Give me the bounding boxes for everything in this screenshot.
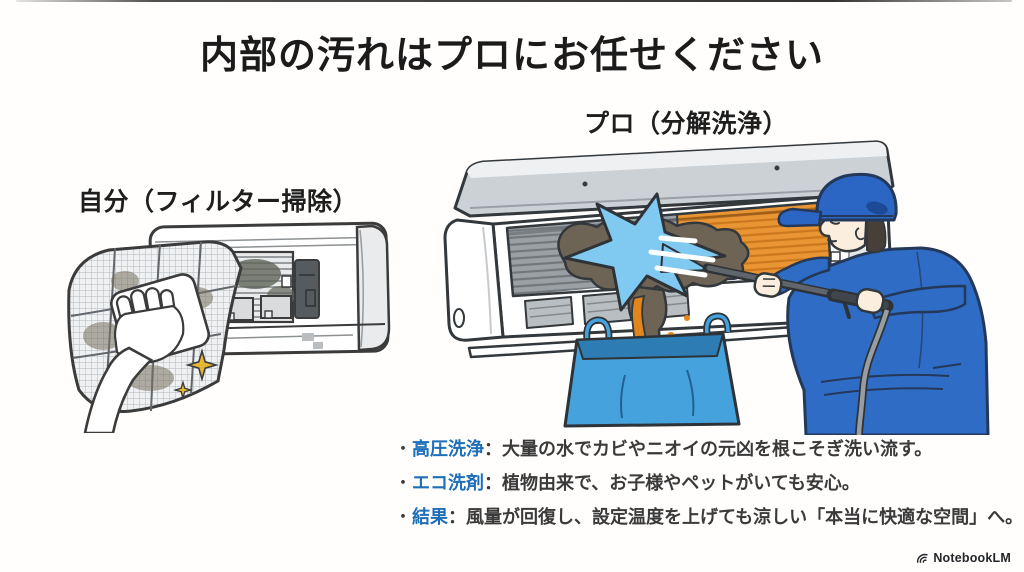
water-splash xyxy=(563,192,727,312)
bullet-marker: ・ xyxy=(394,439,412,459)
top-border-line xyxy=(16,0,1012,2)
sparkle-icon xyxy=(172,379,194,401)
hand xyxy=(83,287,185,433)
footer: NotebookLM xyxy=(916,551,1011,565)
brand-label: NotebookLM xyxy=(933,551,1011,565)
list-item: ・ 高圧洗浄 ： 大量の水でカビやニオイの元凶を根こそぎ洗い流す。 xyxy=(394,438,1016,461)
bullet-keyword: 結果 xyxy=(412,507,448,528)
bullet-separator: ： xyxy=(484,439,502,459)
bullet-marker: ・ xyxy=(394,473,412,494)
technician xyxy=(702,172,990,435)
bullet-keyword: 高圧洗浄 xyxy=(412,439,484,459)
sparkle-icon xyxy=(185,348,219,382)
notebooklm-logo-icon xyxy=(917,553,929,563)
ac-open-lid xyxy=(453,140,895,225)
list-item: ・ エコ洗剤 ： 植物由来で、お子様やペットがいても安心。 xyxy=(394,472,1016,495)
benefit-list: ・ 高圧洗浄 ： 大量の水でカビやニオイの元凶を根こそぎ洗い流す。 ・ エコ洗剤… xyxy=(394,438,1023,540)
bullet-description: 植物由来で、お子様やペットがいても安心。 xyxy=(502,473,860,494)
pro-deep-cleaning-illustration xyxy=(443,140,990,435)
bullet-description: 風量が回復し、設定温度を上げても涼しい「本当に快適な空間」へ。 xyxy=(466,507,1024,528)
bullet-description: 大量の水でカビやニオイの元凶を根こそぎ洗い流す。 xyxy=(502,439,933,459)
technician-cap xyxy=(777,172,898,228)
diy-section-label: 自分（フィルター掃除） xyxy=(78,188,359,216)
pro-section-label: プロ（分解洗浄） xyxy=(584,110,789,138)
list-item: ・ 結果 ： 風量が回復し、設定温度を上げても涼しい「本当に快適な空間」へ。 xyxy=(394,506,1023,529)
collection-bag xyxy=(563,312,741,428)
bullet-marker: ・ xyxy=(394,507,412,528)
technician-torso xyxy=(786,246,990,435)
page-title: 内部の汚れはプロにお任せください xyxy=(199,35,824,77)
bullet-separator: ： xyxy=(448,507,466,528)
bullet-keyword: エコ洗剤 xyxy=(412,473,484,494)
diy-filter-cleaning-illustration xyxy=(67,221,391,433)
bullet-separator: ： xyxy=(484,473,502,494)
